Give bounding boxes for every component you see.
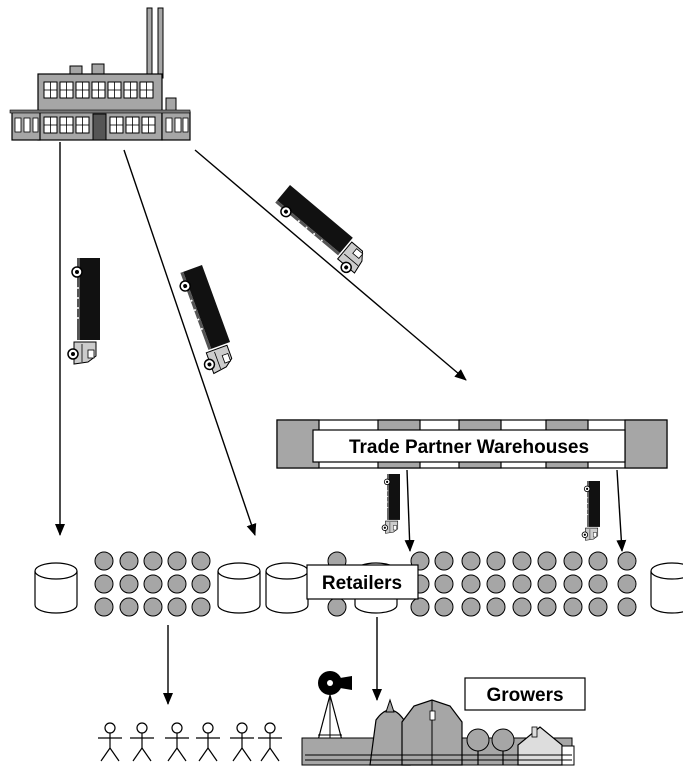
retail-outlet-dot [486, 574, 506, 594]
retail-outlet-dot [143, 574, 163, 594]
truck-icon [381, 473, 401, 534]
retail-outlet-dot [512, 597, 532, 617]
retail-outlet-dot [94, 597, 114, 617]
stick-figure-icon [257, 722, 283, 762]
growers-label: Growers [486, 685, 563, 706]
retail-outlet-dot [512, 551, 532, 571]
retail-outlet-dot [563, 597, 583, 617]
retail-outlet-dot [434, 551, 454, 571]
retail-outlet-dot [512, 574, 532, 594]
factory-icon [9, 7, 191, 141]
growers-label-box [464, 677, 586, 711]
arrow-factory-to-warehouses [194, 149, 467, 381]
stick-figure-icon [195, 722, 221, 762]
arrow-warehouse-to-retail-2 [616, 469, 627, 552]
flow-arrows [55, 142, 627, 705]
truck-icon [581, 480, 601, 541]
retail-outlet-dot [563, 574, 583, 594]
retail-outlet-dot [94, 551, 114, 571]
retail-outlet-dot [167, 574, 187, 594]
retail-outlet-dot [327, 597, 347, 617]
retail-outlet-dot [119, 597, 139, 617]
warehouses-label: Trade Partner Warehouses [349, 437, 589, 458]
retail-outlet-dot [617, 597, 637, 617]
farm-icon [301, 671, 575, 766]
arrow-factory-to-retail-mid [123, 149, 257, 536]
retail-outlet-dot [94, 574, 114, 594]
truck-icon [268, 184, 372, 279]
retailers-label: Retailers [322, 573, 402, 594]
warehouses-label-box [312, 429, 626, 463]
retail-outlet-dot [191, 574, 211, 594]
store-icon [217, 562, 261, 614]
retail-outlet-dot [563, 551, 583, 571]
retail-outlet-dot [461, 551, 481, 571]
store-icon [650, 562, 683, 614]
retail-outlet-dot [461, 574, 481, 594]
retail-outlet-dot [617, 551, 637, 571]
retail-outlet-dot [410, 597, 430, 617]
truck-icon [67, 257, 101, 365]
store-icon [265, 562, 309, 614]
retail-outlet-dot [167, 551, 187, 571]
retail-outlet-dot [486, 551, 506, 571]
retail-outlet-dot [486, 597, 506, 617]
retail-outlet-dot [617, 574, 637, 594]
arrow-warehouse-to-retail-1 [404, 469, 415, 552]
retail-outlet-dot [434, 574, 454, 594]
store-icon [34, 562, 78, 614]
retail-outlet-dot [588, 551, 608, 571]
retail-outlet-dot [143, 551, 163, 571]
consumers [97, 722, 283, 762]
retail-outlet-dot [191, 597, 211, 617]
retail-outlet-dot [119, 551, 139, 571]
stick-figure-icon [129, 722, 155, 762]
retail-outlet-dot [537, 597, 557, 617]
retail-outlet-dot [588, 574, 608, 594]
retail-outlet-dot [191, 551, 211, 571]
retail-outlet-dot [143, 597, 163, 617]
stick-figure-icon [164, 722, 190, 762]
retail-outlet-dot [537, 574, 557, 594]
stick-figure-icon [229, 722, 255, 762]
retail-outlet-dot [537, 551, 557, 571]
stick-figure-icon [97, 722, 123, 762]
retail-outlet-dot [167, 597, 187, 617]
retailers-label-box [306, 564, 419, 600]
retail-outlet-dot [119, 574, 139, 594]
retail-outlet-dot [434, 597, 454, 617]
retail-outlet-dot [461, 597, 481, 617]
retail-outlet-dot [588, 597, 608, 617]
